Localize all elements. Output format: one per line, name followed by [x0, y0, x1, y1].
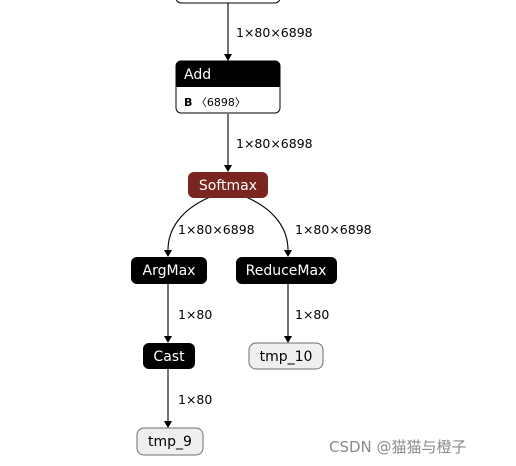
add-node-attribute: B 〈6898〉 [184, 96, 246, 109]
edge-reducemax-to-tmp10 [284, 284, 292, 343]
tmp9-output-node[interactable]: tmp_9 [136, 427, 204, 456]
reducemax-node-label: ReduceMax [246, 263, 327, 279]
argmax-node-label: ArgMax [143, 263, 196, 279]
edge-label-input-to-add: 1×80×6898 [236, 25, 313, 40]
csdn-watermark: CSDN @猫猫与橙子 [329, 438, 467, 456]
edge-argmax-to-cast [164, 284, 172, 343]
edge-label-reducemax-to-tmp10: 1×80 [295, 307, 329, 322]
edge-label-softmax-to-argmax: 1×80×6898 [178, 222, 255, 237]
cast-node-label: Cast [153, 349, 185, 365]
add-attr-key: B [184, 96, 192, 109]
cast-node[interactable]: Cast [143, 343, 195, 369]
tmp10-output-node[interactable]: tmp_10 [248, 342, 324, 370]
add-attr-value: 〈6898〉 [196, 96, 246, 109]
tmp10-output-label: tmp_10 [260, 349, 313, 365]
add-node-header [176, 61, 280, 87]
edge-label-argmax-to-cast: 1×80 [178, 307, 212, 322]
add-node-label: Add [184, 67, 211, 83]
tmp9-output-label: tmp_9 [148, 434, 192, 450]
edge-label-cast-to-tmp9: 1×80 [178, 392, 212, 407]
reducemax-node[interactable]: ReduceMax [236, 257, 337, 284]
softmax-node-label: Softmax [199, 178, 257, 194]
argmax-node[interactable]: ArgMax [131, 257, 207, 284]
upstream-node[interactable] [175, 0, 281, 4]
edge-softmax-to-reducemax [245, 196, 292, 257]
edge-input-to-add [224, 0, 232, 61]
softmax-node[interactable]: Softmax [188, 172, 268, 198]
add-node[interactable]: Add B 〈6898〉 [175, 60, 281, 114]
edge-label-softmax-to-reducemax: 1×80×6898 [295, 222, 372, 237]
edge-cast-to-tmp9 [164, 369, 172, 428]
edge-softmax-to-argmax [164, 196, 211, 257]
edge-add-to-softmax [224, 114, 232, 172]
edge-label-add-to-softmax: 1×80×6898 [236, 136, 313, 151]
